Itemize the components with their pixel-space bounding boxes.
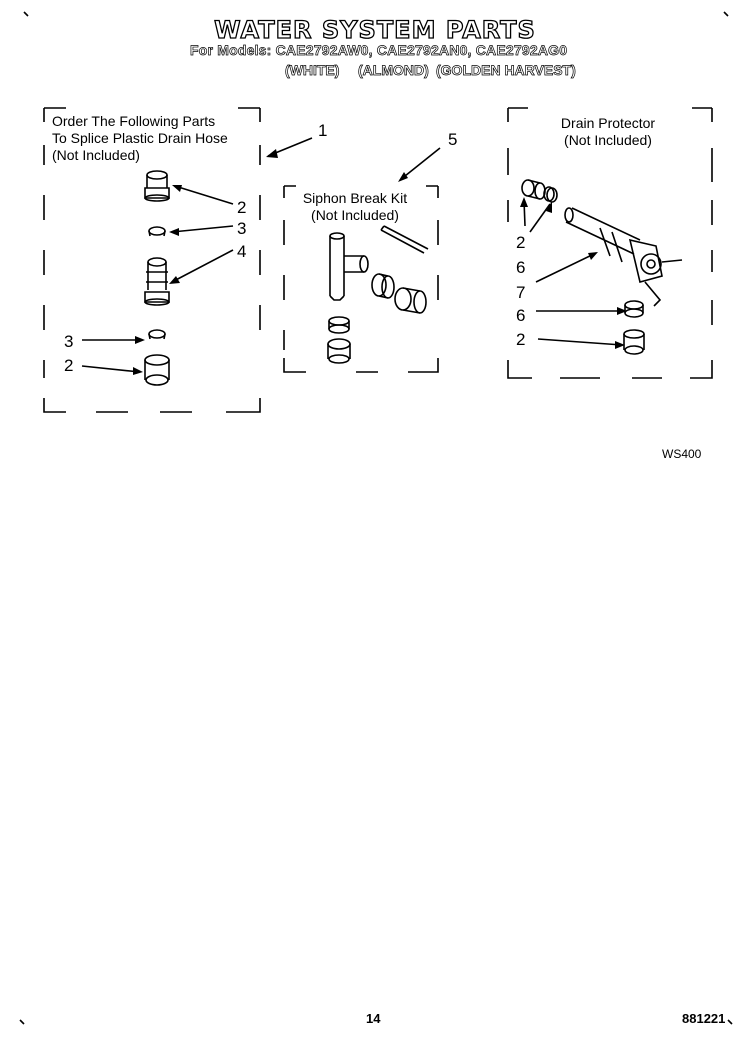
callout-splice-3a: 3 xyxy=(237,219,247,238)
callout-drain-2b: 2 xyxy=(516,330,526,349)
splice-group-frame xyxy=(43,107,261,413)
drain-group-label: Drain Protector (Not Included) xyxy=(560,115,656,148)
figure-code: WS400 xyxy=(662,447,702,461)
color-white: (WHITE) xyxy=(285,62,340,79)
page-title: WATER SYSTEM PARTS xyxy=(214,15,536,44)
siphon-group-label: Siphon Break Kit (Not Included) xyxy=(302,190,408,223)
corner-mark-tr xyxy=(723,11,729,17)
callout-splice-4: 4 xyxy=(237,242,247,261)
models-line: For Models: CAE2792AW0, CAE2792AN0, CAE2… xyxy=(190,42,568,59)
corner-mark-bl xyxy=(19,1019,25,1025)
document-code: 881221 xyxy=(682,1011,726,1026)
page-number: 14 xyxy=(366,1011,381,1026)
callout-5: 5 xyxy=(448,130,458,149)
callout-drain-7: 7 xyxy=(516,283,526,302)
color-almond: (ALMOND) xyxy=(358,62,429,79)
callout-splice-3b: 3 xyxy=(64,332,74,351)
splice-parts xyxy=(144,170,170,386)
callout-drain-2a: 2 xyxy=(516,233,526,252)
callout-1: 1 xyxy=(318,121,328,140)
color-golden-harvest: (GOLDEN HARVEST) xyxy=(436,62,576,79)
callout-splice-2b: 2 xyxy=(64,356,74,375)
drain-parts xyxy=(521,179,683,355)
arrowheads xyxy=(133,149,627,375)
splice-group-label: Order The Following Parts To Splice Plas… xyxy=(52,113,228,163)
leader-lines xyxy=(81,137,624,373)
corner-mark-tl xyxy=(23,11,29,17)
callout-splice-2a: 2 xyxy=(237,198,247,217)
drain-group-frame xyxy=(507,107,713,379)
callout-drain-6b: 6 xyxy=(516,306,526,325)
siphon-group-frame xyxy=(283,185,439,373)
callout-drain-6a: 6 xyxy=(516,258,526,277)
corner-mark-br xyxy=(727,1019,733,1025)
siphon-parts xyxy=(327,225,429,364)
